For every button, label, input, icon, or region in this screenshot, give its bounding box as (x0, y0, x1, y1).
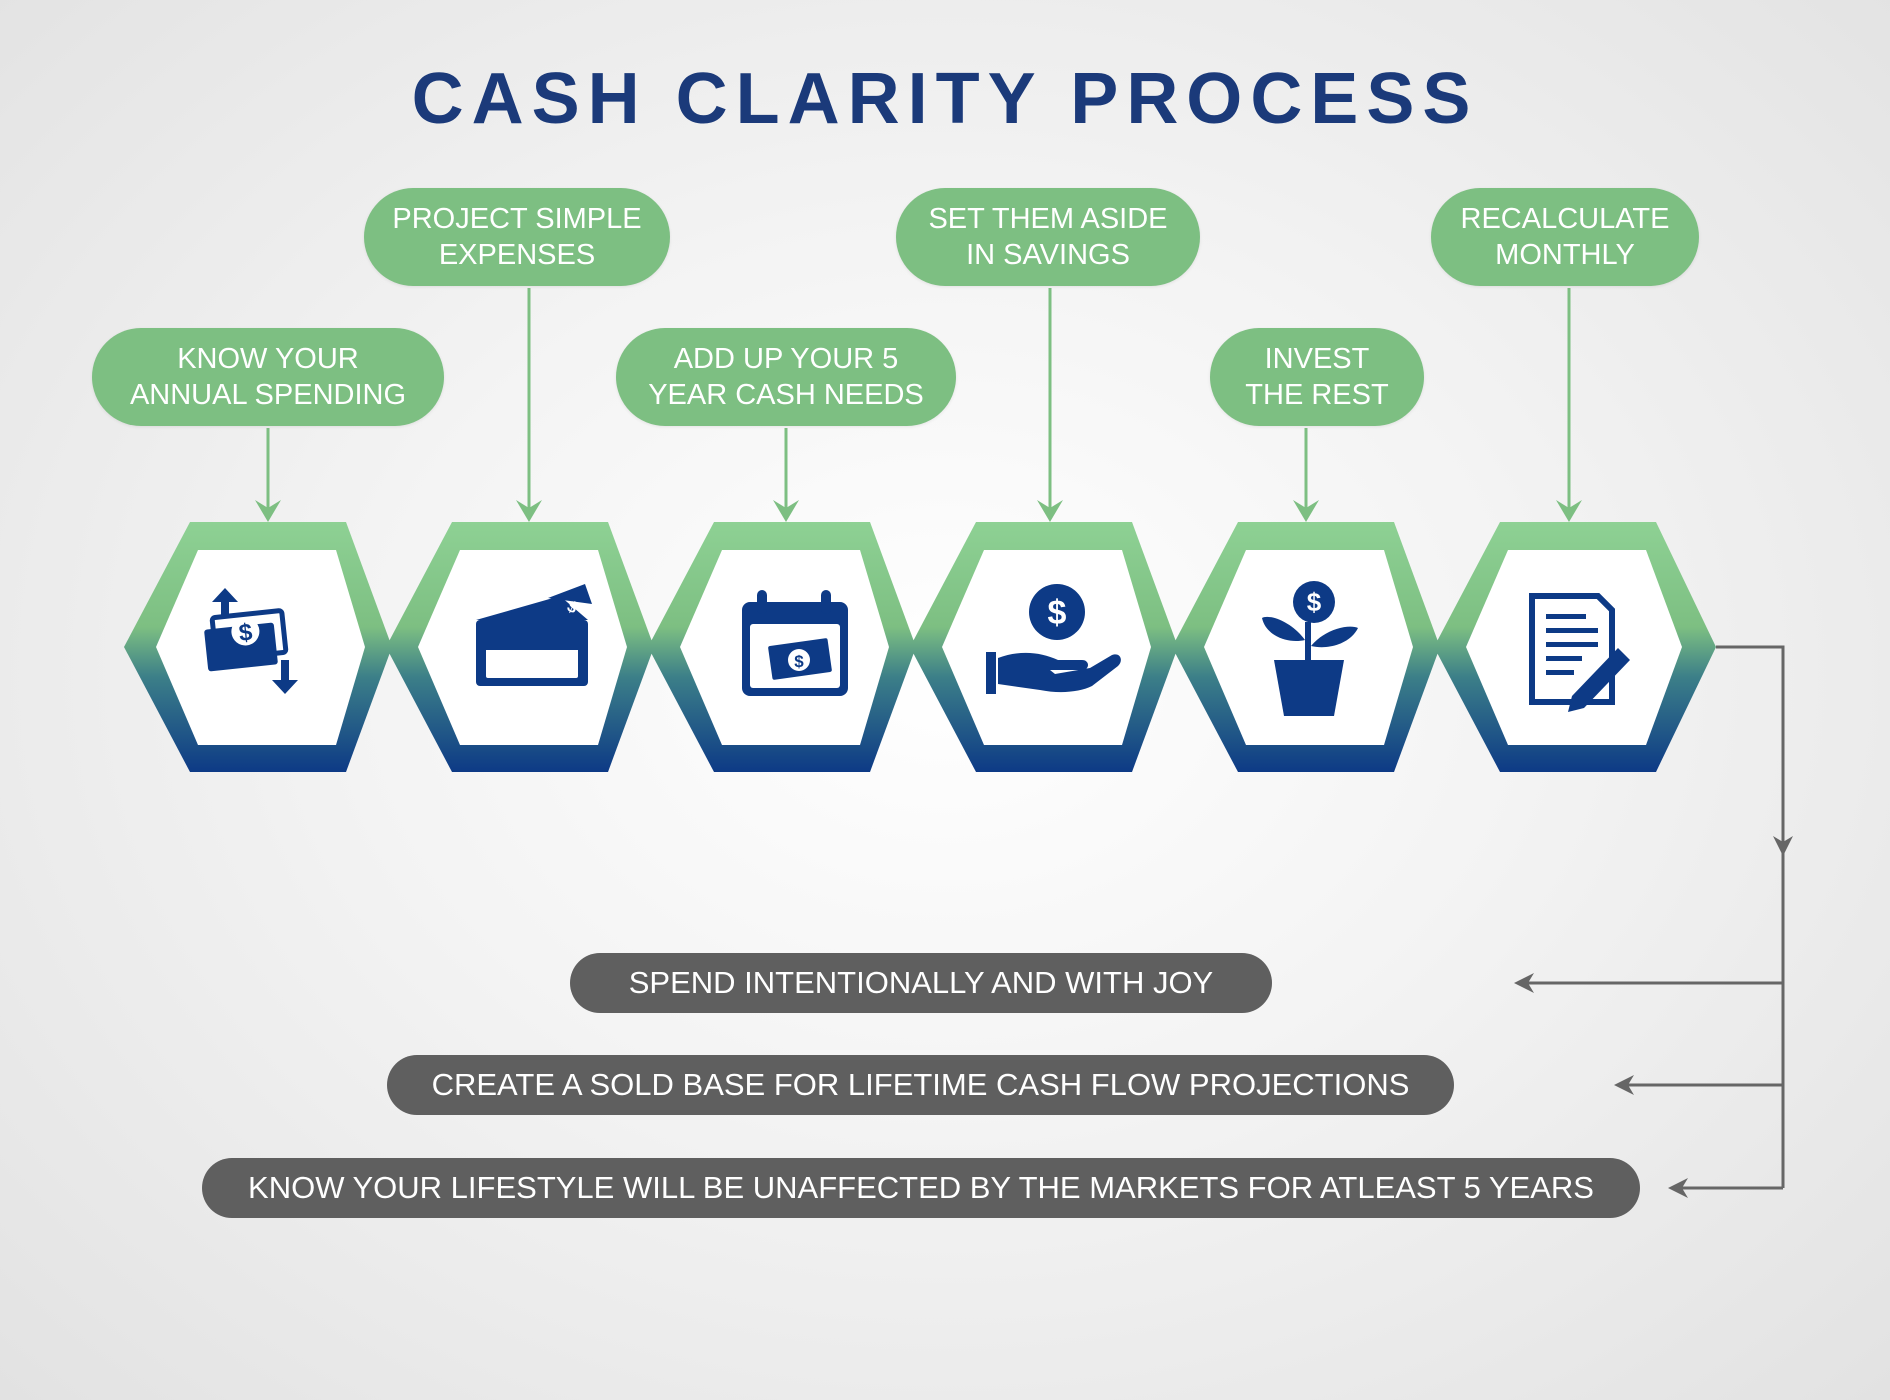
arrowhead-outcome-1 (1514, 973, 1534, 993)
document-pencil-icon (1529, 593, 1630, 712)
step-3-line-2: YEAR CASH NEEDS (648, 379, 924, 411)
wallet-icon: $ (476, 584, 592, 686)
step-2-line-1: PROJECT SIMPLE (392, 203, 642, 235)
svg-text:$: $ (238, 619, 255, 647)
step-4-line-2: IN SAVINGS (966, 239, 1130, 271)
step-arrowheads (255, 500, 1582, 522)
arrowhead-step-5 (1293, 500, 1319, 522)
step-1-line-2: ANNUAL SPENDING (129, 379, 407, 411)
arrowhead-step-2 (516, 500, 542, 522)
outcome-arrowheads (1514, 836, 1793, 1198)
step-4-line-1: SET THEM ASIDE (928, 203, 1168, 235)
arrowhead-step-6 (1556, 500, 1582, 522)
step-3-line-1: ADD UP YOUR 5 (673, 343, 899, 375)
arrowhead-step-4 (1037, 500, 1063, 522)
step-label-1: KNOW YOUR ANNUAL SPENDING (92, 328, 444, 426)
svg-text:$: $ (1307, 587, 1322, 617)
page-title: CASH CLARITY PROCESS (411, 59, 1479, 139)
step-label-6: RECALCULATE MONTHLY (1431, 188, 1699, 286)
outcome-1: SPEND INTENTIONALLY AND WITH JOY (570, 953, 1272, 1013)
trunk-arrowhead (1773, 836, 1793, 856)
svg-text:$: $ (794, 652, 804, 671)
step-label-4: SET THEM ASIDE IN SAVINGS (896, 188, 1200, 286)
hexagon-chain (124, 522, 1716, 772)
step-label-3: ADD UP YOUR 5 YEAR CASH NEEDS (616, 328, 956, 426)
money-plant-icon: $ (1262, 581, 1358, 716)
outcome-connectors (1522, 645, 1785, 1190)
step-6-line-2: MONTHLY (1495, 239, 1635, 271)
step-label-5: INVEST THE REST (1210, 328, 1424, 426)
outcome-2: CREATE A SOLD BASE FOR LIFETIME CASH FLO… (387, 1055, 1454, 1115)
step-2-line-2: EXPENSES (438, 239, 596, 271)
svg-text:$: $ (1048, 594, 1067, 632)
step-6-line-1: RECALCULATE (1460, 203, 1670, 235)
step-1-line-1: KNOW YOUR (177, 343, 359, 375)
arrowhead-step-3 (773, 500, 799, 522)
step-5-line-1: INVEST (1264, 343, 1370, 375)
outcome-trunk-line (1716, 645, 1785, 1188)
calendar-cash-icon: $ (742, 590, 848, 696)
money-up-down-icon: $ (204, 588, 298, 694)
hexagon-step-4 (910, 522, 1178, 772)
hand-coin-icon: $ (986, 584, 1121, 694)
step-label-2: PROJECT SIMPLE EXPENSES (364, 188, 670, 286)
arrowhead-outcome-3 (1668, 1178, 1688, 1198)
arrowhead-outcome-2 (1614, 1075, 1634, 1095)
outcome-3: KNOW YOUR LIFESTYLE WILL BE UNAFFECTED B… (202, 1158, 1640, 1218)
arrowhead-step-1 (255, 500, 281, 522)
step-5-line-2: THE REST (1245, 379, 1389, 411)
step-connectors (266, 288, 1571, 510)
